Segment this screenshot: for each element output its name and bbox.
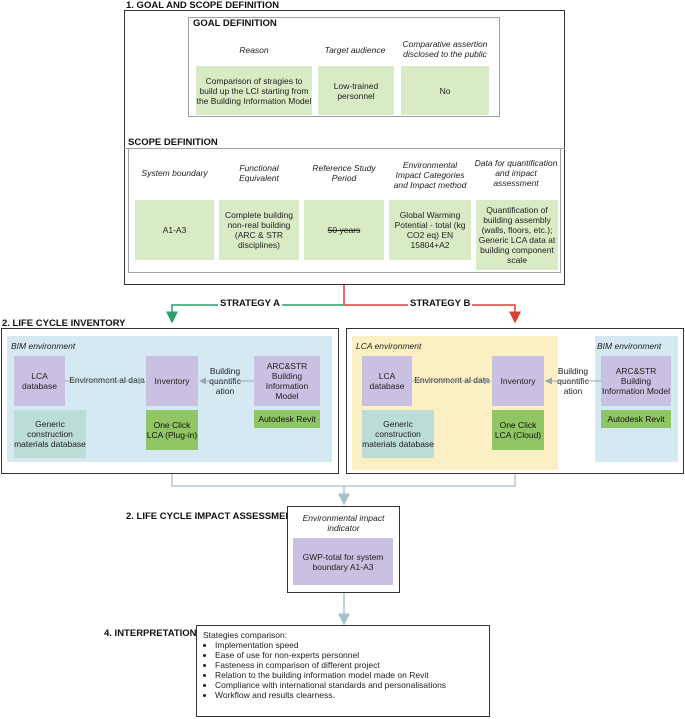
interpretation-item: Workflow and results clearness. xyxy=(215,690,483,700)
section-title-lcia: 2. LIFE CYCLE IMPACT ASSESSMENT xyxy=(126,511,299,522)
strategy-b-arrow xyxy=(344,304,521,324)
scope-header-system-boundary: System boundary xyxy=(141,168,208,178)
strategy-b-bim-env-label: BIM environment xyxy=(597,341,662,351)
strategy-b-lca-database: LCA database xyxy=(362,356,412,406)
scope-header-data-quantification: Data for quantification and impact asses… xyxy=(474,158,558,188)
section-title-goal-scope: 1. GOAL AND SCOPE DEFINITION xyxy=(126,0,280,11)
interpretation-item: Compliance with international standards … xyxy=(215,680,483,690)
strategy-a-arrow xyxy=(166,304,344,324)
strategy-b-label: STRATEGY B xyxy=(408,298,473,309)
scope-value-system-boundary: A1-A3 xyxy=(135,200,214,260)
strategy-a-env-label: BIM environment xyxy=(11,341,76,351)
strategy-a-inventory: Inventory xyxy=(146,356,198,406)
scope-header-functional-equivalent: Functional Equivalent xyxy=(239,163,279,183)
goal-header-comparative-assertion: Comparative assertion disclosed to the p… xyxy=(402,39,488,59)
scope-value-reference-study-period: 50 years xyxy=(304,200,384,260)
scope-value-functional-equivalent: Complete building non-real building (ARC… xyxy=(219,200,299,260)
scope-header-reference-study-period: Reference Study Period xyxy=(312,163,376,183)
strategy-a-label: STRATEGY A xyxy=(218,298,282,309)
strategy-b-env-data-label: Environment al data xyxy=(414,375,490,385)
goal-definition-title: GOAL DEFINITION xyxy=(193,18,277,29)
scope-header-impact-categories: Environmental Impact Categories and Impa… xyxy=(393,160,467,190)
lcia-indicator-label: Environmental impact indicator xyxy=(302,513,385,533)
goal-value-reason: Comparison of stragies to build up the L… xyxy=(196,66,312,115)
interpretation-list: Implementation speed Ease of use for non… xyxy=(203,640,483,700)
goal-value-target-audience: Low-trained personnel xyxy=(318,66,394,115)
strategy-b-generic-database: Generic construction materials database xyxy=(362,410,434,458)
strategy-b-one-click-lca: One Click LCA (Cloud) xyxy=(492,410,544,450)
interpretation-item: Relation to the building information mod… xyxy=(215,670,483,680)
goal-header-target-audience: Target audience xyxy=(324,45,386,55)
scope-definition-title: SCOPE DEFINITION xyxy=(128,137,218,148)
section-title-interpretation: 4. INTERPRETATION xyxy=(104,628,197,639)
goal-header-reason: Reason xyxy=(239,45,269,55)
goal-value-comparative-assertion: No xyxy=(401,66,489,115)
strategy-a-env-data-label: Environment al data xyxy=(69,375,145,385)
interpretation-title: Stategies comparison: xyxy=(203,630,288,640)
interpretation-item: Fasteness in comparison of different pro… xyxy=(215,660,483,670)
interpretation-frame: Stategies comparison: Implementation spe… xyxy=(196,625,490,717)
strategy-b-bim-model: ARC&STR Building Information Model xyxy=(601,356,671,406)
scope-value-impact-categories: Global Warming Potential - total (kg CO2… xyxy=(389,200,471,260)
strategy-b-inventory: Inventory xyxy=(492,356,544,406)
strategy-a-lca-database: LCA database xyxy=(14,356,65,406)
lcia-gwp-box: GWP-total for system boundary A1-A3 xyxy=(293,538,393,585)
section-title-lci: 2. LIFE CYCLE INVENTORY xyxy=(2,318,126,329)
strategy-a-generic-database: Generic construction materials database xyxy=(14,410,86,458)
interpretation-item: Implementation speed xyxy=(215,640,483,650)
strategy-b-lca-env-label: LCA environment xyxy=(356,341,422,351)
strategy-a-one-click-lca: One Click LCA (Plug-in) xyxy=(146,410,198,450)
interpretation-item: Ease of use for non-experts personnel xyxy=(215,650,483,660)
strategy-b-autodesk-revit: Autodesk Revit xyxy=(601,410,671,428)
strategy-a-bim-model: ARC&STR Building Information Model xyxy=(254,356,320,406)
scope-value-data-quantification: Quantification of building assembly (wal… xyxy=(476,200,558,270)
strategy-a-autodesk-revit: Autodesk Revit xyxy=(254,410,320,428)
